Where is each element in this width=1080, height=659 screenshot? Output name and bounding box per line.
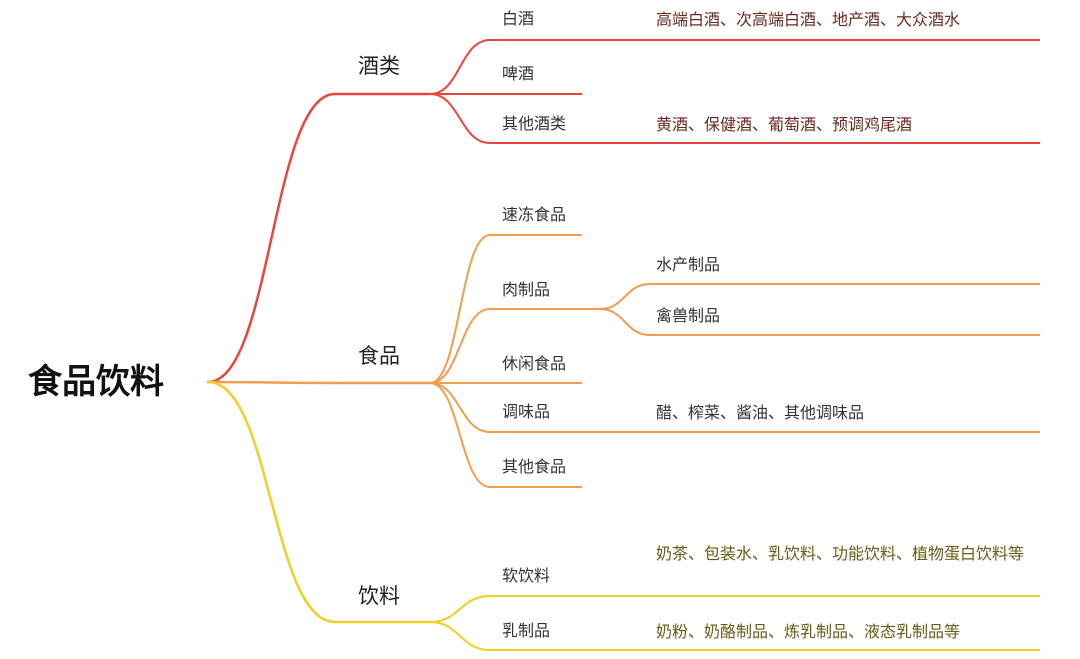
branch-to-leaf-edge (429, 382, 491, 488)
root-to-branch-edge (206, 380, 337, 385)
detail-node-dairy: 奶粉、奶酪制品、炼乳制品、液态乳制品等 (656, 622, 961, 641)
branch-to-leaf-edge (429, 595, 491, 623)
leaf-node-soft-drinks: 软饮料 (502, 566, 551, 585)
leaf-node-snack-food: 休闲食品 (502, 354, 567, 373)
branch-to-leaf-edge (429, 234, 491, 384)
sub-node-poultry-livestock: 禽兽制品 (656, 306, 721, 325)
connector-lines (206, 39, 1040, 651)
detail-node-other-liquor: 黄酒、保健酒、葡萄酒、预调鸡尾酒 (656, 115, 913, 134)
root-to-branch-edge (206, 380, 337, 624)
branch-to-leaf-edge (429, 308, 491, 384)
leaf-node-meat-products: 肉制品 (502, 280, 551, 299)
leaf-node-beer: 啤酒 (502, 64, 535, 83)
leaf-node-dairy: 乳制品 (502, 621, 551, 640)
detail-node-seasoning: 醋、榨菜、酱油、其他调味品 (656, 403, 865, 422)
detail-node-soft-drinks: 奶茶、包装水、乳饮料、功能饮料、植物蛋白饮料等 (656, 544, 1025, 563)
branch-to-leaf-edge (429, 39, 491, 95)
root-node-food-beverage: 食品饮料 (28, 362, 164, 402)
branch-node-liquor: 酒类 (358, 54, 400, 78)
leaf-node-frozen-food: 速冻食品 (502, 205, 567, 224)
sub-node-aquatic-products: 水产制品 (656, 255, 721, 274)
leaf-node-other-food: 其他食品 (502, 457, 567, 476)
leaf-node-seasoning: 调味品 (502, 402, 551, 421)
leaf-node-other-liquor: 其他酒类 (502, 114, 567, 133)
root-to-branch-edge (206, 92, 337, 384)
branch-node-beverage: 饮料 (358, 584, 400, 608)
leaf-to-sub-edge (599, 308, 651, 336)
branch-to-leaf-edge (429, 621, 491, 651)
detail-node-baijiu: 高端白酒、次高端白酒、地产酒、大众酒水 (656, 10, 961, 29)
branch-node-food: 食品 (358, 344, 400, 368)
branch-to-leaf-edge (429, 93, 491, 144)
branch-to-leaf-edge (429, 382, 491, 433)
leaf-to-sub-edge (599, 283, 651, 310)
leaf-node-baijiu: 白酒 (502, 9, 535, 28)
